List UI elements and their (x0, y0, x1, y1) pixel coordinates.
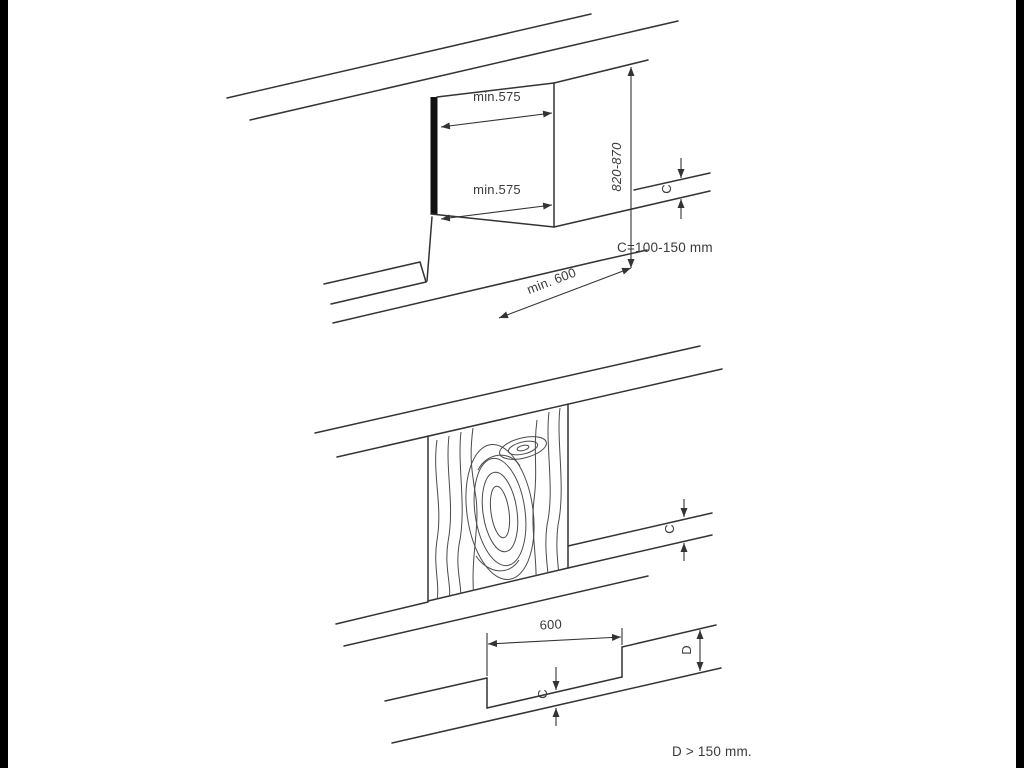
dimension-width-bottom: min.575 (440, 182, 553, 222)
niche-opening (430, 59, 711, 228)
dimension-gap-c-lower: C (535, 667, 560, 726)
countertop-lines (226, 13, 679, 121)
dim-gap-c-lower-letter: C (535, 689, 550, 699)
countertop-lines-lower (314, 345, 723, 458)
bottom-diagram: C 600 C (314, 345, 752, 759)
gap-c-value-label: C=100-150 mm (617, 240, 713, 255)
dimension-height: 820-870 (609, 67, 635, 268)
dimension-door-width: 600 (487, 616, 622, 648)
plinth-and-floor-lines (323, 216, 648, 324)
plinth-d-value-label: D > 150 mm. (672, 744, 752, 759)
screen-edge-left (0, 0, 8, 768)
dim-width-top-label: min.575 (473, 89, 521, 104)
dim-door-width-label: 600 (539, 616, 562, 632)
dimension-width-top: min.575 (440, 89, 553, 130)
door-panel (427, 403, 569, 602)
dimension-gap-c-upper: C (662, 499, 688, 561)
dim-gap-c-letter: C (659, 184, 674, 194)
door-bottom-section (384, 624, 722, 744)
dim-height-label: 820-870 (609, 142, 624, 192)
dim-plinth-d-letter: D (679, 645, 694, 655)
top-diagram: min.575 min.575 820-870 min. 600 C C=100… (226, 13, 713, 324)
panel-bottom-edge (427, 567, 569, 602)
dimension-plinth-d: D (679, 630, 704, 671)
dim-depth-label: min. 600 (525, 265, 578, 297)
dim-width-bottom-label: min.575 (473, 182, 521, 197)
dimension-depth: min. 600 (498, 265, 632, 319)
screen-edge-right (1016, 0, 1024, 768)
lower-rail-lines (335, 512, 713, 647)
dimension-gap-c-top: C (659, 158, 685, 219)
dim-gap-c-upper-letter: C (662, 524, 677, 534)
wood-grain-texture (435, 407, 562, 601)
